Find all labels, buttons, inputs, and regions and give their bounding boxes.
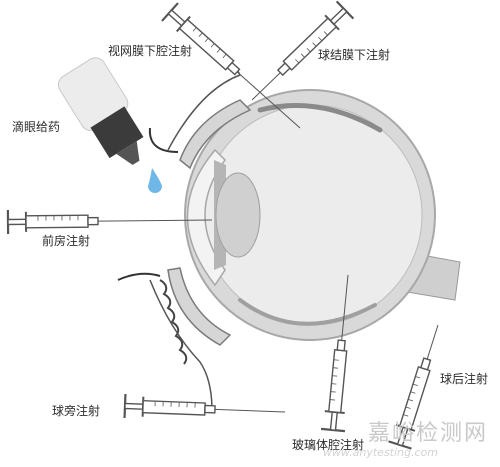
syringe-vitreous-barrel — [327, 349, 348, 414]
syringe-retrobulbar-tick — [405, 406, 411, 409]
syringe-peribulbar-hub — [204, 404, 216, 414]
syringe-subconj-needle — [251, 72, 281, 101]
label-eyedrop: 滴眼给药 — [12, 120, 61, 134]
syringe-subconj-tick — [295, 59, 300, 64]
syringe-anterior-plunger — [7, 218, 27, 226]
syringe-anterior-hub — [87, 216, 99, 226]
upper-ciliary — [257, 103, 383, 133]
syringe-subtenon-tick — [210, 43, 215, 48]
lower-eyelid-folds — [159, 279, 188, 365]
eyeball — [184, 89, 461, 341]
syringe-subtenon-needle — [236, 71, 301, 129]
label-anterior: 前房注射 — [42, 234, 91, 248]
syringe-subconj-tick — [312, 42, 317, 47]
eyedrop-bottle — [57, 57, 162, 193]
lower-choroid — [238, 298, 377, 326]
syringe-vitreous — [320, 274, 349, 433]
syringe-retrobulbar-tick — [410, 391, 416, 394]
syringe-subconj-tick — [300, 53, 305, 58]
syringe-subtenon-hub — [226, 61, 241, 76]
syringe-retrobulbar-tick — [415, 376, 421, 379]
label-peribulbar: 球旁注射 — [52, 404, 101, 418]
syringe-retrobulbar — [388, 324, 439, 450]
syringe-vitreous-needle — [341, 274, 349, 341]
syringe-retrobulbar-hub — [419, 357, 432, 371]
syringes — [6, 0, 439, 450]
syringe-peribulbar-needle — [214, 408, 286, 413]
syringe-subtenon-tick — [216, 48, 221, 53]
syringe-subconj — [251, 0, 355, 101]
syringe-vitreous-hub — [336, 339, 346, 352]
syringe-anterior — [6, 209, 213, 235]
syringe-retrobulbar-tick — [403, 414, 409, 417]
syringe-subtenon-tick — [204, 37, 209, 43]
syringe-anterior-barrel — [25, 214, 89, 229]
syringe-subtenon — [161, 2, 301, 129]
lens — [215, 172, 261, 258]
cornea — [186, 148, 226, 287]
syringe-subconj-tick — [323, 31, 328, 36]
syringe-subconj-tick — [318, 36, 323, 42]
label-retrobulbar: 球后注射 — [440, 372, 489, 386]
syringe-peribulbar-barrel — [142, 399, 206, 416]
label-subtenon: 视网膜下腔注射 — [108, 44, 193, 58]
syringe-peribulbar-plunger — [124, 402, 144, 410]
syringe-retrobulbar-tick — [412, 383, 418, 386]
label-vitreous: 玻璃体腔注射 — [292, 438, 365, 452]
label-subconj: 球结膜下注射 — [318, 48, 391, 62]
syringe-vitreous-plunger — [329, 411, 338, 432]
syringe-subtenon-tick — [222, 53, 227, 59]
watermark-url: www.anytesting.com — [322, 446, 438, 459]
watermark: 嘉峪检测网 — [367, 421, 488, 446]
lower-eyelid — [117, 267, 232, 411]
syringe-subtenon-tick — [198, 32, 203, 37]
syringe-peribulbar — [123, 393, 286, 419]
syringe-subconj-barrel — [282, 17, 338, 71]
syringe-anterior-needle — [97, 219, 213, 222]
syringe-retrobulbar-tick — [408, 398, 414, 402]
syringe-retrobulbar-needle — [426, 324, 439, 360]
syringe-subtenon-tick — [192, 27, 197, 32]
bottle-cap — [90, 106, 144, 159]
bottle-tip — [116, 141, 140, 165]
drop-icon — [148, 168, 162, 193]
syringe-subconj-tick — [306, 47, 311, 53]
